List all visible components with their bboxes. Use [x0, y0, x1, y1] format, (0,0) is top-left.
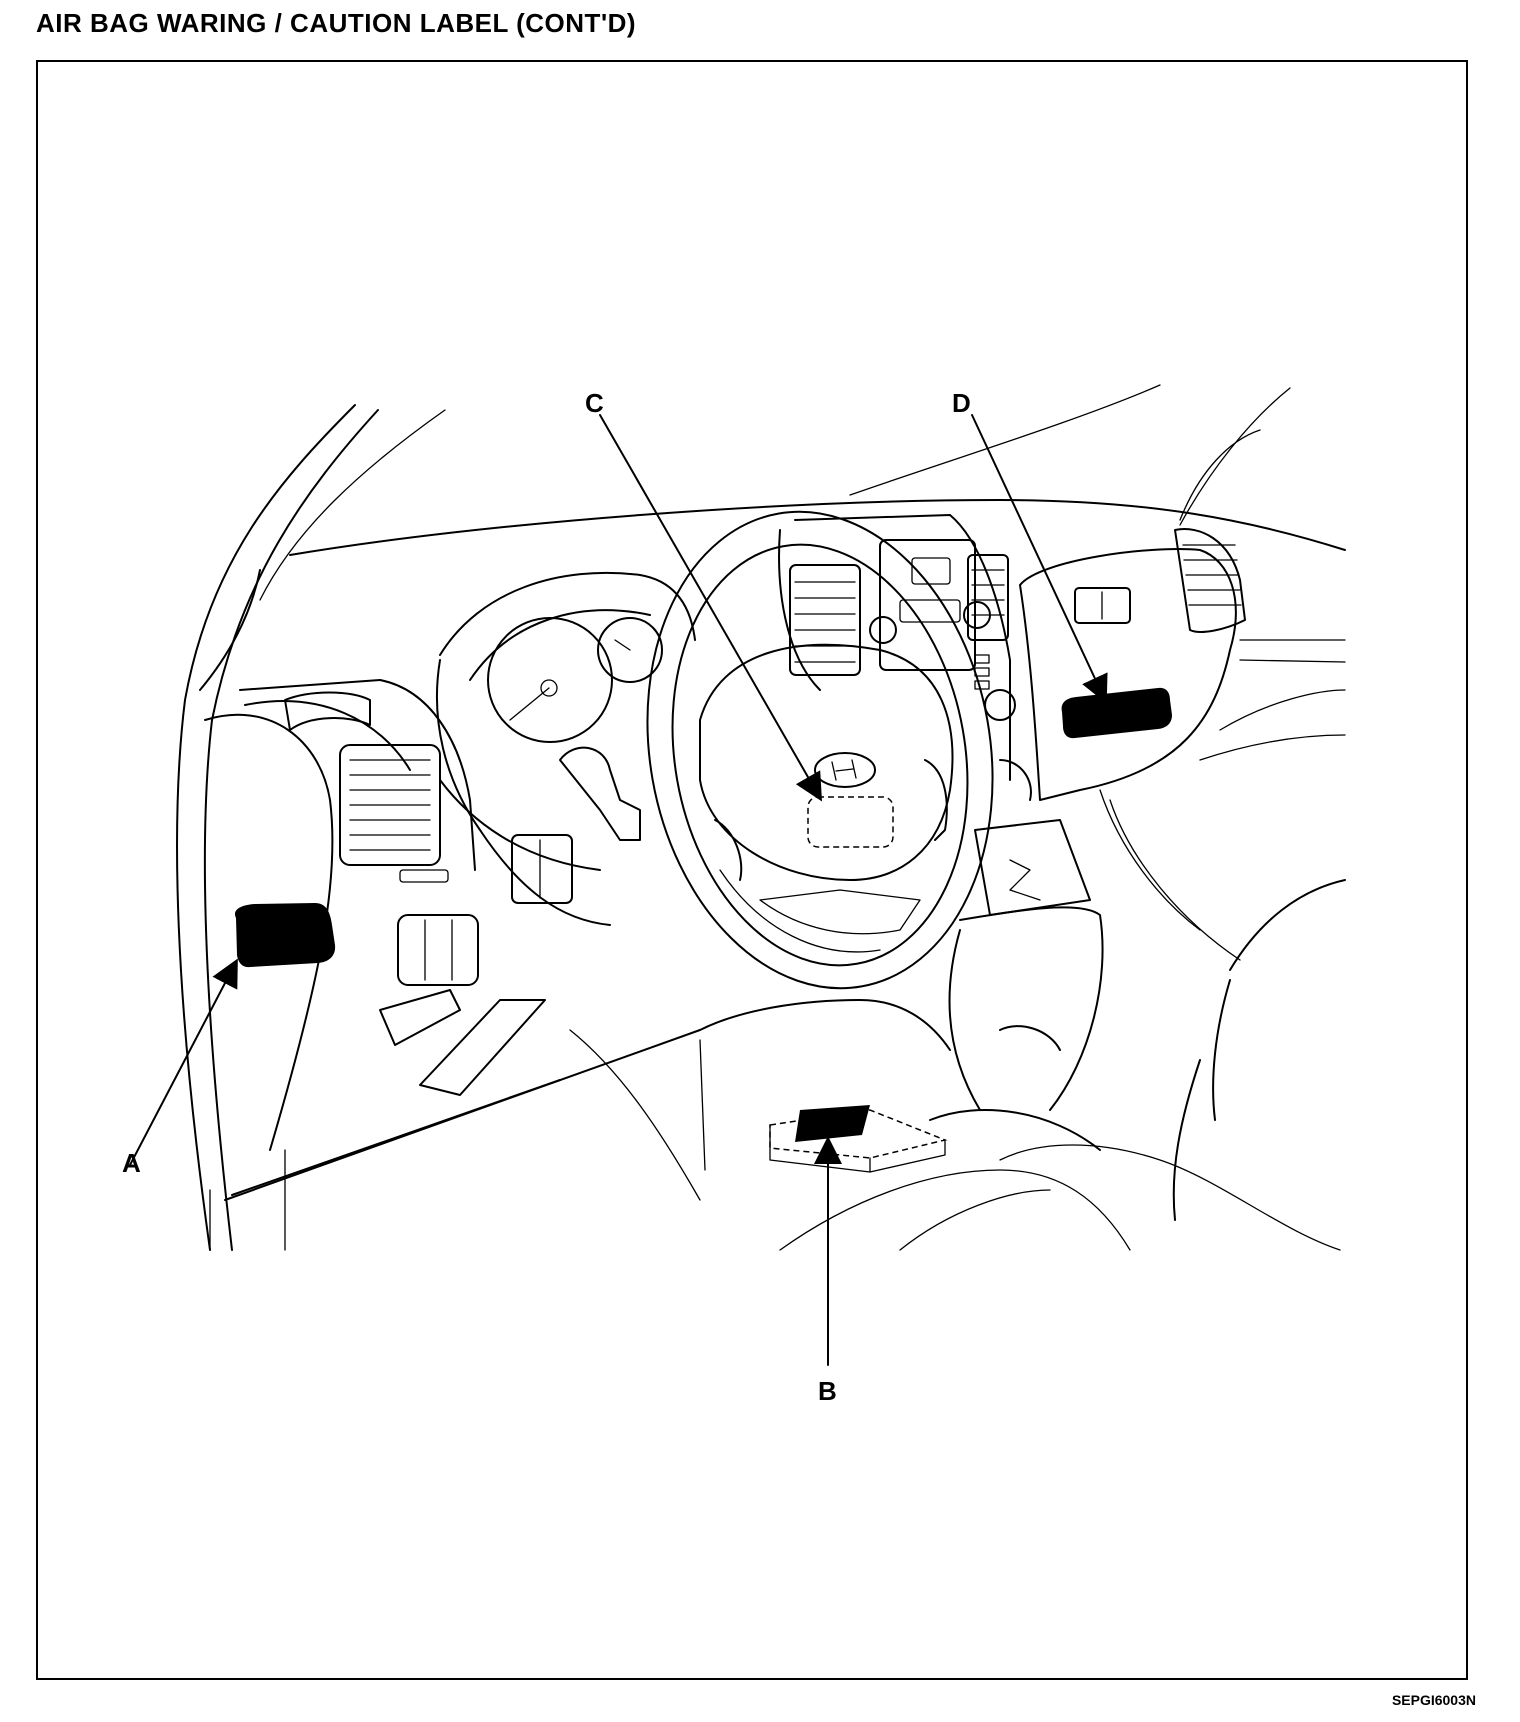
- caution-label-b: B: [795, 1105, 870, 1406]
- lower-console: [209, 999, 1341, 1251]
- callout-label-d: D: [952, 388, 971, 418]
- figure-code: SEPGI6003N: [1391, 1692, 1476, 1708]
- caution-label-d: D: [952, 388, 1172, 739]
- instrument-cluster: [435, 571, 696, 926]
- page-title: AIR BAG WARING / CAUTION LABEL (CONT'D): [36, 8, 637, 38]
- caution-label-c: C: [585, 388, 822, 802]
- left-dash-panel: [204, 679, 701, 1201]
- callout-label-a: A: [122, 1148, 141, 1178]
- door-frame: [176, 404, 446, 1251]
- figure-frame: [36, 60, 1468, 1680]
- center-stack: [778, 514, 1104, 1111]
- caution-label-a: A: [122, 903, 336, 1178]
- steering-logo-icon: [814, 752, 876, 788]
- left-vent: [284, 691, 449, 883]
- callout-label-b: B: [818, 1376, 837, 1406]
- callout-label-c: C: [585, 388, 604, 418]
- right-dash: [1019, 429, 1346, 931]
- right-door-seat: [1109, 689, 1346, 1221]
- left-switch-cluster: [379, 914, 546, 1096]
- center-vent: [789, 564, 861, 676]
- stack-vent-right: [967, 554, 1009, 641]
- right-vent: [1174, 528, 1246, 633]
- steering-wheel: [646, 510, 994, 990]
- dashboard-top: [199, 384, 1346, 691]
